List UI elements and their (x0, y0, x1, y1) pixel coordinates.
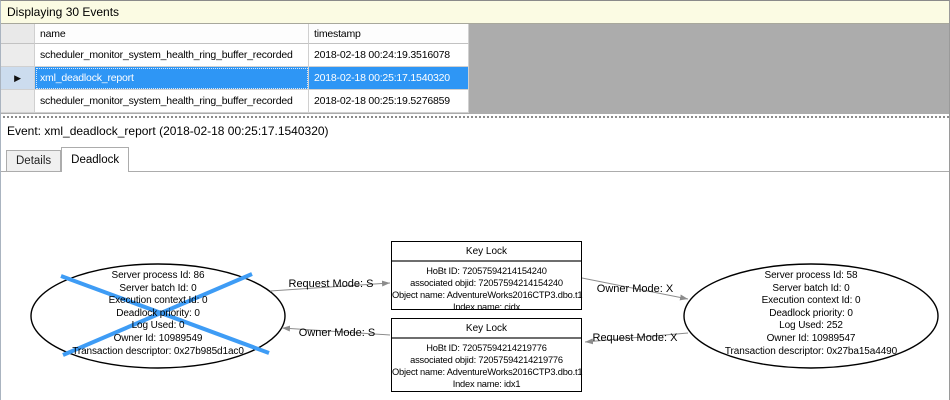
tab-details[interactable]: Details (6, 150, 62, 171)
lock-detail-line: Index name: cidx (452, 302, 521, 312)
event-name-cell[interactable]: scheduler_monitor_system_health_ring_buf… (35, 44, 309, 67)
survivor-process-node (683, 263, 939, 369)
key-lock-node-bottom: Key Lock HoBt ID: 72057594214219776 asso… (391, 318, 583, 392)
lock-detail-line: Object name: AdventureWorks2016CTP3.dbo.… (392, 367, 583, 377)
events-grid-zone: name timestamp scheduler_monitor_system_… (1, 24, 949, 114)
lock-detail-line: Index name: idx1 (452, 379, 521, 389)
tab-deadlock[interactable]: Deadlock (61, 147, 130, 172)
table-row[interactable]: scheduler_monitor_system_health_ring_buf… (1, 44, 469, 67)
lock-detail-line: associated objid: 72057594214219776 (410, 355, 563, 365)
selected-event-summary: Event: xml_deadlock_report (2018-02-18 0… (1, 119, 949, 145)
grid-corner-cell[interactable] (1, 24, 35, 44)
current-row-marker-icon: ▶ (14, 72, 21, 83)
key-lock-node-top: Key Lock HoBt ID: 72057594214154240 asso… (391, 241, 583, 312)
event-name-cell[interactable]: scheduler_monitor_system_health_ring_buf… (35, 90, 309, 113)
lock-title: Key Lock (392, 242, 581, 262)
lock-detail-line: HoBt ID: 72057594214219776 (426, 343, 547, 353)
pane-splitter-handle[interactable] (1, 114, 949, 119)
event-timestamp-cell[interactable]: 2018-02-18 00:25:17.1540320 (309, 67, 469, 90)
event-timestamp-cell[interactable]: 2018-02-18 00:25:19.5276859 (309, 90, 469, 113)
grid-header-row: name timestamp (1, 24, 469, 44)
column-header-name[interactable]: name (35, 24, 309, 44)
victim-cross-icon (62, 272, 253, 357)
victim-cross-icon (60, 274, 270, 355)
edge-owner-x-arrow (581, 277, 689, 301)
victim-process-node (30, 263, 286, 369)
column-header-timestamp[interactable]: timestamp (309, 24, 469, 44)
edge-label-owner-s: Owner Mode: S (299, 327, 375, 339)
edge-owner-s-arrow (281, 325, 391, 336)
deadlock-graph-canvas: Request Mode: S Owner Mode: S Owner Mode… (1, 171, 949, 400)
table-row[interactable]: scheduler_monitor_system_health_ring_buf… (1, 90, 469, 113)
edge-label-request-x: Request Mode: X (593, 332, 679, 344)
lock-title: Key Lock (392, 319, 581, 339)
lock-detail-line: HoBt ID: 72057594214154240 (426, 266, 547, 276)
lock-detail-line: Object name: AdventureWorks2016CTP3.dbo.… (392, 290, 583, 300)
row-selector-cell[interactable]: ▶ (1, 67, 35, 90)
edge-label-owner-x: Owner Mode: X (597, 283, 674, 295)
deadlock-graph-svg: Request Mode: S Owner Mode: S Owner Mode… (30, 263, 939, 369)
event-timestamp-cell[interactable]: 2018-02-18 00:24:19.3516078 (309, 44, 469, 67)
events-count-header: Displaying 30 Events (1, 1, 949, 24)
event-name-cell[interactable]: xml_deadlock_report (35, 67, 309, 90)
row-selector-cell[interactable] (1, 44, 35, 67)
edge-label-request-s: Request Mode: S (289, 278, 374, 290)
events-grid: name timestamp scheduler_monitor_system_… (1, 24, 469, 113)
lock-detail-line: associated objid: 72057594214154240 (410, 278, 563, 288)
detail-tab-strip: Details Deadlock (1, 145, 949, 172)
edge-request-x-arrow (584, 332, 689, 345)
row-selector-cell[interactable] (1, 90, 35, 113)
edge-request-s-arrow (269, 280, 391, 292)
table-row-selected[interactable]: ▶ xml_deadlock_report 2018-02-18 00:25:1… (1, 67, 469, 90)
